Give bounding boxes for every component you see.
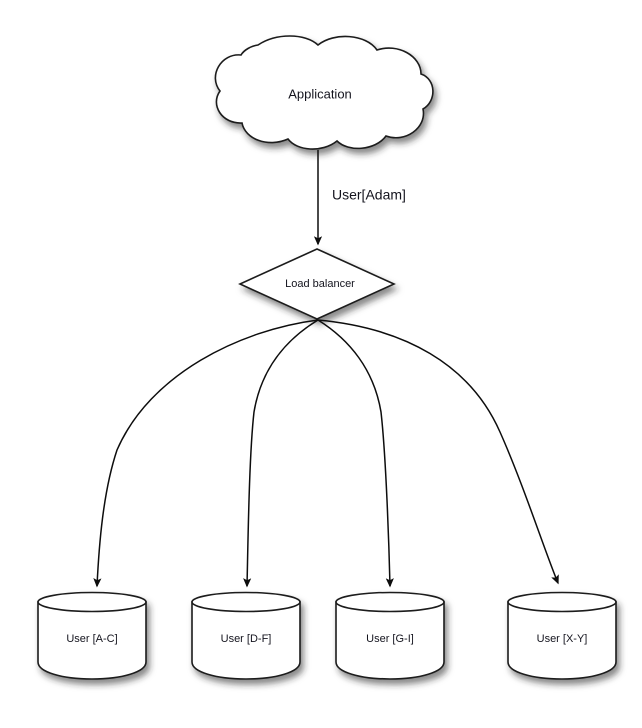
load-balancer-label: Load balancer (285, 278, 355, 290)
application-cloud-node[interactable]: Application (214, 35, 434, 150)
cloud-label: Application (288, 86, 352, 101)
cylinder-label-3: User [G-I] (366, 633, 414, 645)
edge-lb-to-shard-2 (243, 319, 319, 588)
cylinder-top-4 (507, 591, 617, 613)
shard-cylinder-2[interactable]: User [D-F] (191, 591, 301, 680)
lb-to-shard-1-curve (93, 319, 319, 588)
load-balancer-node[interactable]: Load balancer (238, 248, 396, 320)
cylinder-label-1: User [A-C] (66, 633, 117, 645)
cylinder-body-1 (37, 601, 147, 680)
lb-to-shard-2-curve (243, 319, 319, 588)
cylinder-top-3 (335, 591, 445, 613)
cylinder-body-4 (507, 601, 617, 680)
shard-cylinder-4[interactable]: User [X-Y] (507, 591, 617, 680)
lb-to-shard-4-curve (317, 319, 559, 585)
edge-label-user-adam: User[Adam] (332, 187, 406, 203)
shard-cylinder-1[interactable]: User [A-C] (37, 591, 147, 680)
lb-to-shard-3-curve (317, 319, 394, 588)
edge-lb-to-shard-4 (317, 319, 559, 585)
cloud-shape (214, 35, 434, 150)
shard-cylinder-3[interactable]: User [G-I] (335, 591, 445, 680)
cylinder-label-2: User [D-F] (221, 633, 272, 645)
cylinder-body-3 (335, 601, 445, 680)
cylinder-top-1 (37, 591, 147, 613)
cylinder-label-4: User [X-Y] (537, 633, 588, 645)
diamond-shape (238, 248, 396, 320)
cylinder-top-2 (191, 591, 301, 613)
cylinder-body-2 (191, 601, 301, 680)
edge-lb-to-shard-1 (93, 319, 319, 588)
edge-lb-to-shard-3 (317, 319, 394, 588)
edge-app-to-load-balancer: User[Adam] (313, 150, 406, 246)
